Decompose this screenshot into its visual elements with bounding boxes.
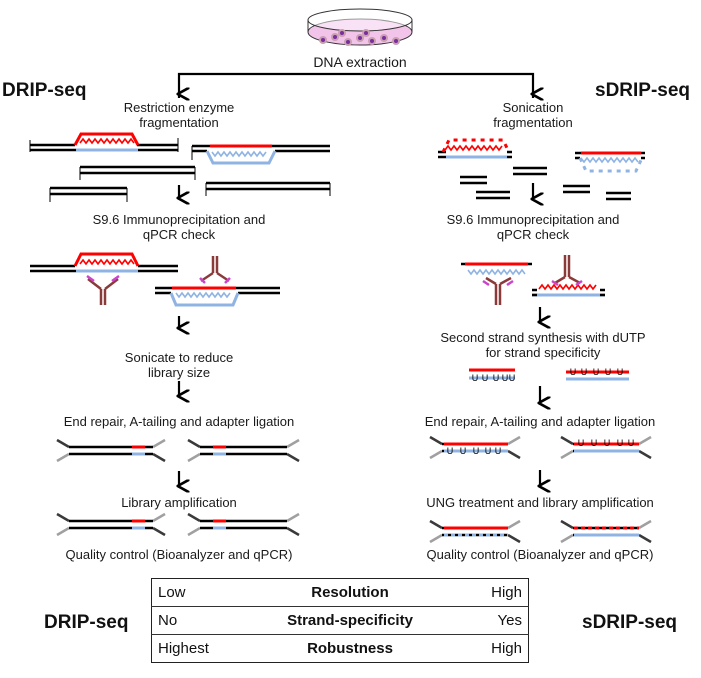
drip-step-3: Sonicate to reduce library size (124, 350, 234, 380)
antibody-icon (86, 274, 120, 305)
drip-adapter-ligated-a (56, 438, 166, 463)
drip-amplified-b (187, 512, 300, 537)
drip-ip-complex-b (155, 256, 280, 307)
sdrip-amplified-b (560, 519, 652, 544)
drip-seq-title: DRIP-seq (2, 80, 87, 101)
uracil-mark: U (578, 438, 585, 448)
sdrip-step-2: S9.6 Immunoprecipitation and qPCR check (446, 212, 620, 242)
drip-step-1: Restriction enzyme fragmentation (123, 100, 235, 130)
uracil-mark: U (460, 446, 467, 456)
uracil-mark: U (447, 446, 454, 456)
comparison-right-label: sDRIP-seq (582, 612, 678, 633)
sdrip-rloop-fragment-a (438, 138, 512, 159)
sdrip-seq-title: sDRIP-seq (595, 80, 691, 101)
sdrip-ip-complex-a (461, 262, 532, 305)
sdrip-ip-complex-b (532, 255, 605, 297)
sdrip-value: High (491, 584, 522, 601)
uracil-mark: U (605, 367, 612, 377)
uracil-mark: U (472, 373, 479, 383)
drip-rloop-fragment-b (191, 144, 330, 165)
uracil-mark: U (495, 446, 502, 456)
drip-step-6: Quality control (Bioanalyzer and qPCR) (65, 547, 293, 562)
drip-ip-complex-a (30, 252, 178, 305)
antibody-icon (551, 255, 583, 287)
drip-step-4: End repair, A-tailing and adapter ligati… (63, 414, 295, 429)
drip-value: Highest (151, 634, 254, 663)
feature-name: Robustness (254, 634, 446, 663)
comparison-row: Low Resolution High (152, 579, 529, 607)
sdrip-value: High (446, 634, 529, 663)
petri-dish-icon (307, 8, 413, 46)
split-connector (177, 72, 535, 98)
comparison-left-label: DRIP-seq (44, 612, 129, 633)
drip-value: Low (158, 584, 186, 601)
uracil-mark: U (493, 373, 500, 383)
uracil-mark: U (502, 373, 509, 383)
uracil-mark: U (617, 367, 624, 377)
antibody-icon (482, 276, 514, 305)
uracil-mark: U (591, 438, 598, 448)
sdrip-value: Yes (446, 606, 529, 635)
uracil-mark: U (593, 367, 600, 377)
drip-rloop-fragment-a (29, 132, 179, 152)
antibody-icon (199, 256, 231, 284)
feature-name: Resolution (311, 584, 389, 601)
step-dna-extraction: DNA extraction (313, 54, 407, 70)
sdrip-amplified-a (429, 519, 521, 544)
sdrip-step-4: End repair, A-tailing and adapter ligati… (424, 414, 656, 429)
uracil-mark: U (482, 373, 489, 383)
drip-amplified-a (56, 512, 166, 537)
uracil-mark: U (485, 446, 492, 456)
drip-step-5: Library amplification (121, 495, 237, 510)
drip-value: No (151, 606, 254, 635)
uracil-mark: U (604, 438, 611, 448)
sdrip-short-fragments (460, 166, 631, 201)
sdrip-step-1: Sonication fragmentation (493, 100, 573, 130)
uracil-mark: U (473, 446, 480, 456)
uracil-mark: U (628, 438, 635, 448)
uracil-mark: U (509, 373, 516, 383)
sdrip-step-3: Second strand synthesis with dUTP for st… (440, 330, 646, 360)
sdrip-step-5: UNG treatment and library amplification (426, 495, 654, 510)
drip-plain-fragments (49, 165, 331, 202)
uracil-mark: U (581, 367, 588, 377)
drip-step-2: S9.6 Immunoprecipitation and qPCR check (92, 212, 266, 242)
sdrip-rloop-fragment-b (575, 151, 645, 173)
feature-name: Strand-specificity (254, 606, 446, 635)
uracil-mark: U (617, 438, 624, 448)
sdrip-step-6: Quality control (Bioanalyzer and qPCR) (426, 547, 654, 562)
drip-adapter-ligated-b (187, 438, 300, 463)
uracil-mark: U (570, 367, 577, 377)
